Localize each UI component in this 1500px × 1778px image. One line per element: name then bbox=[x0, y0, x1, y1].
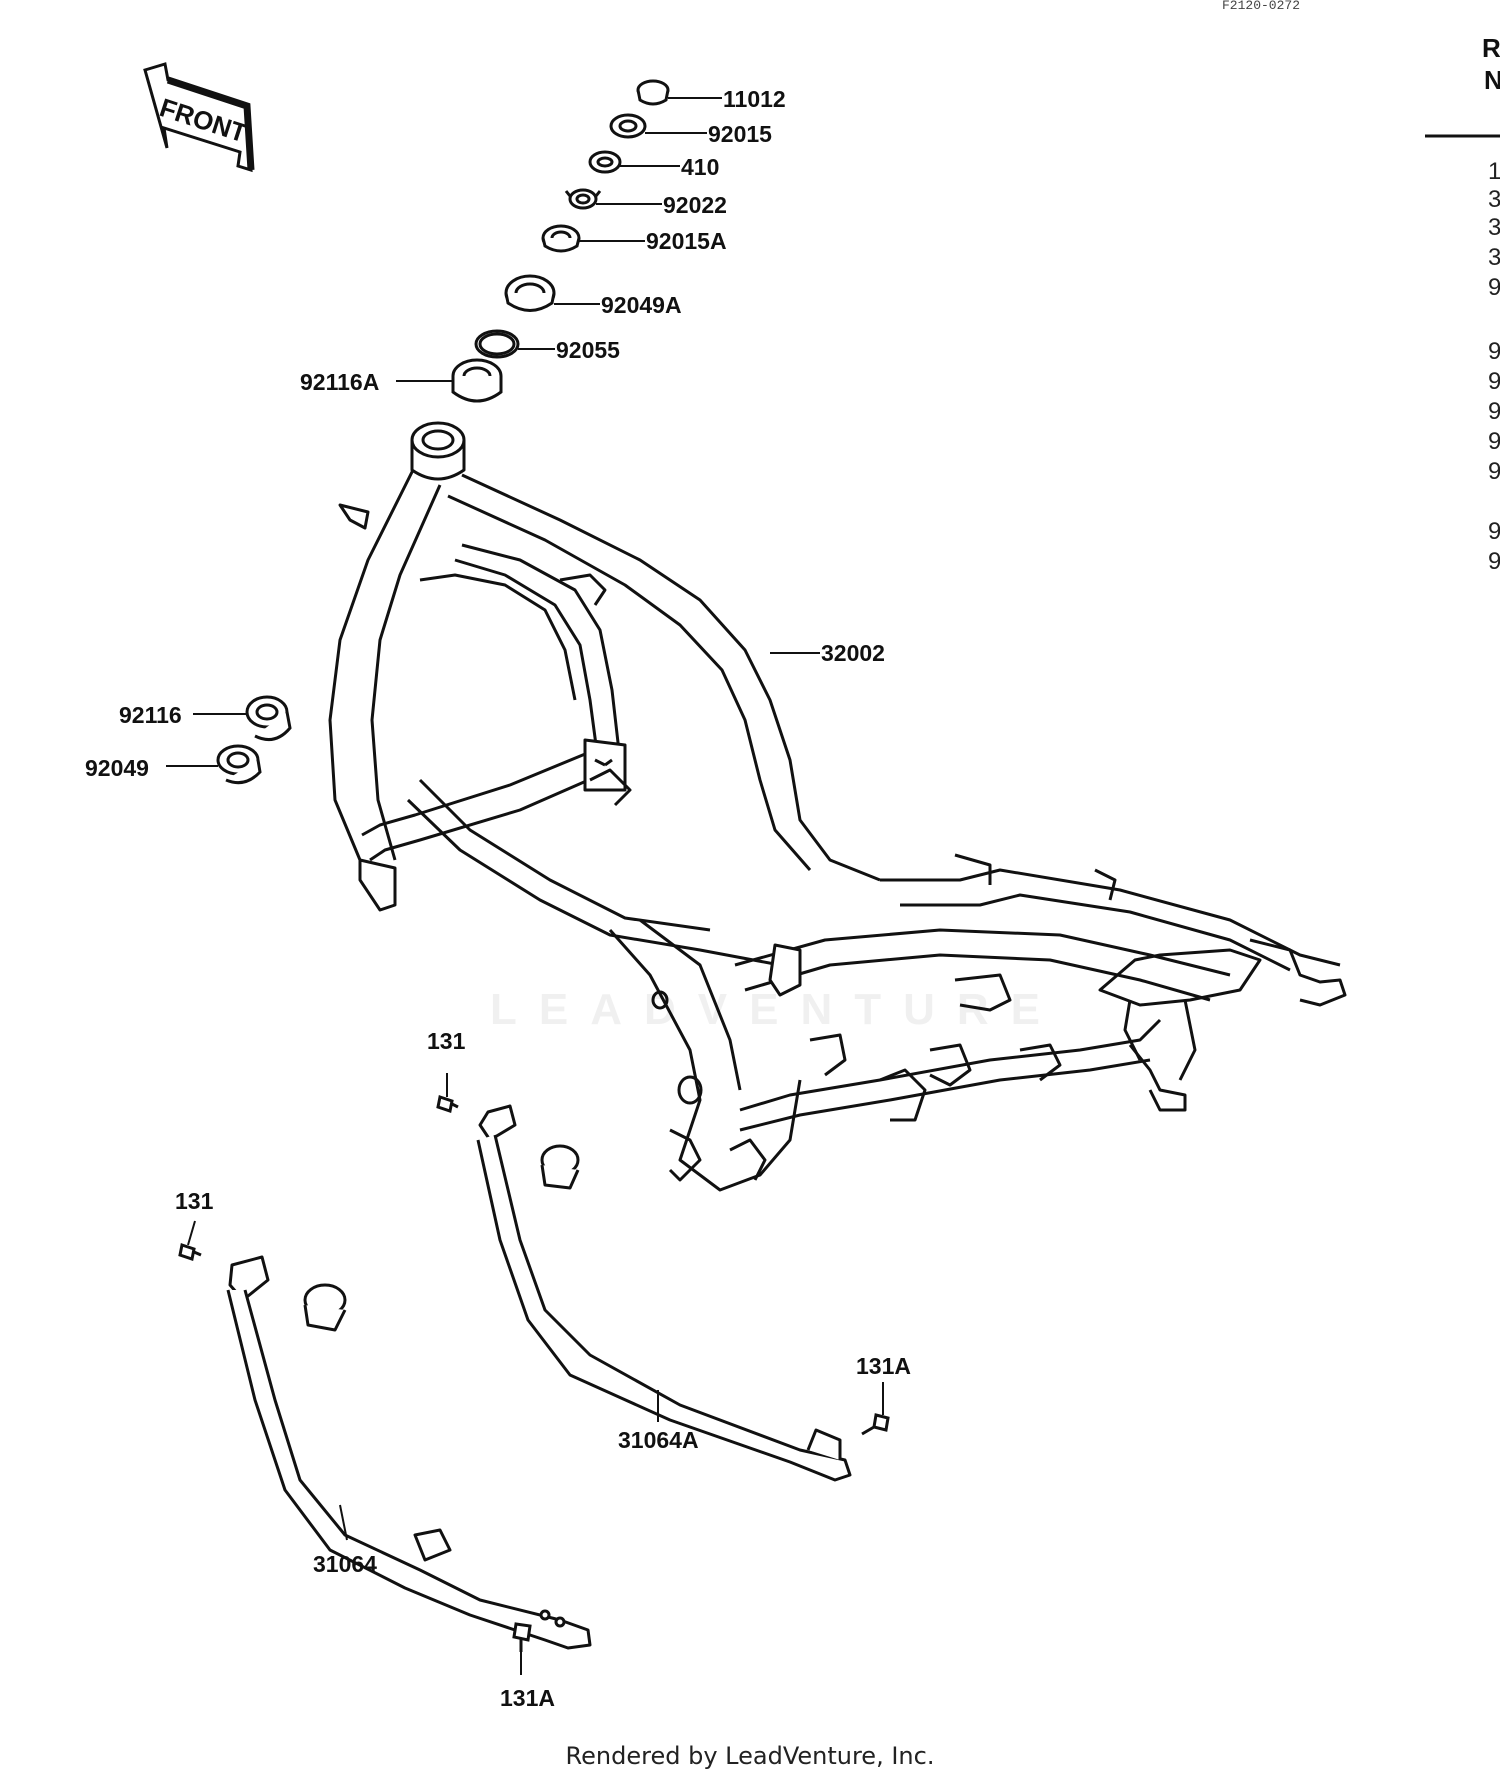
side-table-row: 9 bbox=[1488, 548, 1500, 575]
side-table-row: 1 bbox=[1488, 158, 1500, 185]
left-bearing-parts bbox=[216, 695, 292, 785]
watermark: LEADVENTURE bbox=[490, 985, 1063, 1034]
side-table-row: 9 bbox=[1488, 428, 1500, 455]
front-arrow-icon: FRONT bbox=[143, 62, 255, 173]
callout-31064A[interactable]: 31064A bbox=[618, 1427, 699, 1453]
side-table-header-1: R bbox=[1482, 33, 1500, 63]
side-table-row: 9 bbox=[1488, 338, 1500, 365]
side-table-row: 9 bbox=[1488, 274, 1500, 301]
callout-131-upper[interactable]: 131 bbox=[427, 1028, 466, 1054]
side-table-header-2: N bbox=[1484, 65, 1500, 95]
bolt-131-lower-icon bbox=[178, 1243, 202, 1261]
callout-131-lower[interactable]: 131 bbox=[175, 1188, 214, 1214]
side-table-row: 9 bbox=[1488, 398, 1500, 425]
part-92049-icon bbox=[216, 744, 262, 785]
callout-32002[interactable]: 32002 bbox=[821, 640, 885, 666]
callout-92116[interactable]: 92116 bbox=[119, 702, 182, 728]
side-table-row: 9 bbox=[1488, 518, 1500, 545]
part-92015A-icon bbox=[541, 224, 581, 253]
steering-stack-parts bbox=[451, 79, 670, 403]
bolt-131A-right-icon bbox=[861, 1413, 890, 1436]
part-410-icon bbox=[588, 150, 622, 174]
part-92116-icon bbox=[245, 695, 292, 742]
part-92116A-icon bbox=[451, 358, 503, 403]
part-92022-icon bbox=[564, 188, 602, 210]
callout-11012[interactable]: 11012 bbox=[723, 86, 786, 112]
callout-92015A[interactable]: 92015A bbox=[646, 228, 727, 254]
callout-92049A[interactable]: 92049A bbox=[601, 292, 682, 318]
side-table-row: 3 bbox=[1488, 244, 1500, 271]
leader-lines bbox=[166, 97, 884, 1675]
bolt-131-upper-icon bbox=[436, 1095, 459, 1113]
part-11012-icon bbox=[636, 79, 670, 106]
part-92049A-icon bbox=[504, 274, 556, 312]
callout-31064[interactable]: 31064 bbox=[313, 1551, 377, 1577]
callout-410[interactable]: 410 bbox=[681, 154, 720, 180]
main-frame-32002 bbox=[328, 421, 1347, 1192]
callout-92022[interactable]: 92022 bbox=[663, 192, 727, 218]
side-table-row: 9 bbox=[1488, 368, 1500, 395]
callout-131A-lower[interactable]: 131A bbox=[500, 1685, 555, 1711]
side-table-row: 3 bbox=[1488, 186, 1500, 213]
side-table-row: 9 bbox=[1488, 458, 1500, 485]
callout-92015[interactable]: 92015 bbox=[708, 121, 772, 147]
part-92015-icon bbox=[609, 113, 647, 139]
footer-credit: Rendered by LeadVenture, Inc. bbox=[565, 1742, 935, 1770]
callout-92049[interactable]: 92049 bbox=[85, 755, 149, 781]
side-table-row: 3 bbox=[1488, 214, 1500, 241]
bolt-parts bbox=[178, 1095, 890, 1652]
drawing-code: F2120-0272 bbox=[1222, 0, 1301, 13]
bolt-131A-lower-icon bbox=[512, 1622, 532, 1652]
callout-92055[interactable]: 92055 bbox=[556, 337, 620, 363]
callout-92116A[interactable]: 92116A bbox=[300, 369, 380, 395]
callout-131A-right[interactable]: 131A bbox=[856, 1353, 911, 1379]
part-92055-icon bbox=[474, 329, 520, 359]
down-tube-31064 bbox=[226, 1255, 592, 1650]
down-tube-31064A bbox=[476, 1104, 852, 1482]
